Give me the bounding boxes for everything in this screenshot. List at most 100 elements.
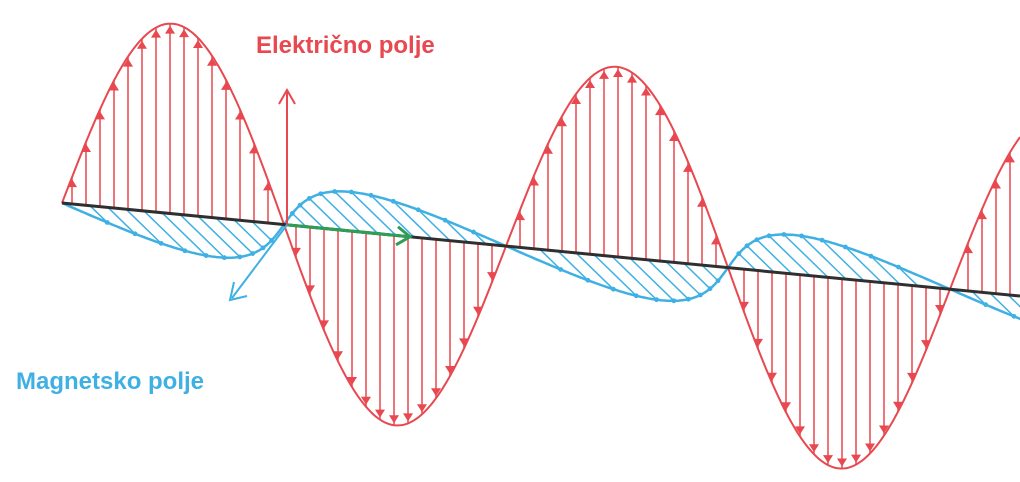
magnetic-vector [215, 217, 254, 255]
electric-vector-head [347, 377, 357, 386]
magnetic-vector-head [842, 244, 848, 250]
magnetic-field-label: Magnetsko polje [16, 368, 205, 395]
propagation-arrow [286, 223, 411, 239]
electric-vector-head [613, 68, 623, 77]
electric-vector-head [305, 285, 315, 294]
propagation-axis [61, 87, 1020, 302]
magnetic-vector-head [390, 198, 396, 204]
magnetic-vector-head [610, 286, 616, 292]
electric-vector-head [921, 340, 931, 349]
electric-vector-head [543, 145, 553, 154]
electric-vector-head [319, 320, 329, 329]
magnetic-vector [801, 235, 847, 280]
magnetic-vector-head [558, 267, 564, 272]
magnetic-vector [350, 191, 397, 236]
magnetic-vector-head [799, 233, 804, 239]
electric-vector-head [977, 211, 987, 220]
magnetic-vector [251, 220, 273, 241]
electric-vector-head [557, 118, 567, 127]
magnetic-vector-head [1011, 313, 1017, 319]
magnetic-vector [370, 194, 415, 238]
electric-vector-head [697, 198, 707, 207]
electric-vector-head [1005, 154, 1015, 163]
magnetic-vector-head [686, 296, 691, 302]
electric-vector-head [431, 388, 441, 397]
electric-vector-head [95, 111, 105, 120]
magnetic-vector [665, 261, 701, 296]
magnetic-vector [143, 210, 186, 252]
electric-vector-head [207, 57, 217, 66]
arrow-right-icon [395, 225, 413, 247]
magnetic-vector-head [744, 243, 750, 249]
magnetic-vector [233, 219, 264, 249]
electric-vector-head [221, 81, 231, 90]
arrow-down-left-icon [228, 281, 248, 302]
magnetic-vector [783, 233, 829, 278]
electric-vector-head [263, 182, 273, 191]
magnetic-vector-head [736, 251, 742, 257]
magnetic-vector-head [289, 210, 295, 216]
electric-vector-head [893, 401, 903, 410]
axis-line [61, 201, 1020, 298]
magnetic-vector-head [868, 253, 874, 259]
magnetic-vector-head [203, 253, 209, 258]
magnetic-vector-head [318, 191, 324, 197]
magnetic-vector [334, 190, 379, 235]
magnetic-vector [897, 266, 919, 287]
magnetic-vector [539, 248, 562, 271]
electric-vector-head [109, 82, 119, 91]
magnetic-vector [870, 255, 901, 285]
magnetic-vector-head [633, 293, 639, 299]
magnetic-vector-head [222, 255, 227, 261]
electric-vector-head [711, 236, 721, 245]
electric-vector-head [123, 58, 133, 67]
magnetic-field-wave [61, 189, 1020, 321]
electric-vector-head [249, 145, 259, 154]
magnetic-vector-head [442, 217, 448, 223]
electric-vector-head [935, 305, 945, 314]
electric-vector-head [879, 425, 889, 434]
electric-vector-head [963, 245, 973, 254]
electric-vector-head [179, 29, 189, 38]
electric-field-wave [61, 22, 1020, 470]
arrow-up-icon [278, 87, 296, 105]
magnetic-vector [768, 235, 811, 277]
electric-envelope [61, 22, 1020, 470]
electric-vector-head [767, 372, 777, 381]
electric-vector-head [403, 413, 413, 422]
electric-vector-head [669, 132, 679, 141]
electric-vector-head [599, 70, 609, 79]
electric-vector-head [445, 365, 455, 374]
magnetic-vector-head [896, 264, 901, 270]
electric-vector-head [529, 177, 539, 186]
electric-field-label: Električno polje [256, 32, 435, 59]
electric-vector-head [809, 444, 819, 453]
electric-vector-head [683, 163, 693, 172]
electric-vector-head [361, 396, 371, 405]
magnetic-vector [299, 204, 325, 229]
magnetic-vector-head [132, 231, 138, 237]
magnetic-axis [231, 224, 288, 299]
electric-vector-head [823, 455, 833, 464]
electric-vector-head [837, 458, 847, 467]
electric-vector-head [907, 372, 917, 381]
electric-vector-head [781, 402, 791, 411]
electric-vector-head [235, 111, 245, 120]
magnetic-vector-head [654, 297, 659, 303]
magnetic-vector-head [297, 202, 303, 208]
magnetic-vector [593, 254, 637, 297]
electric-vector-head [459, 338, 469, 347]
electric-vector-head [627, 74, 637, 83]
magnetic-vector-head [332, 189, 338, 194]
magnetic-vector [107, 206, 136, 235]
magnetic-vector [1007, 294, 1020, 308]
magnetic-vector [89, 205, 108, 224]
magnetic-vector [683, 262, 711, 290]
magnetic-vector-head [766, 233, 772, 239]
electric-vector-head [655, 107, 665, 116]
magnetic-vector-head [781, 232, 787, 237]
electric-vector-head [865, 443, 875, 452]
magnetic-vector [738, 253, 757, 271]
electric-vector-head [151, 29, 161, 38]
